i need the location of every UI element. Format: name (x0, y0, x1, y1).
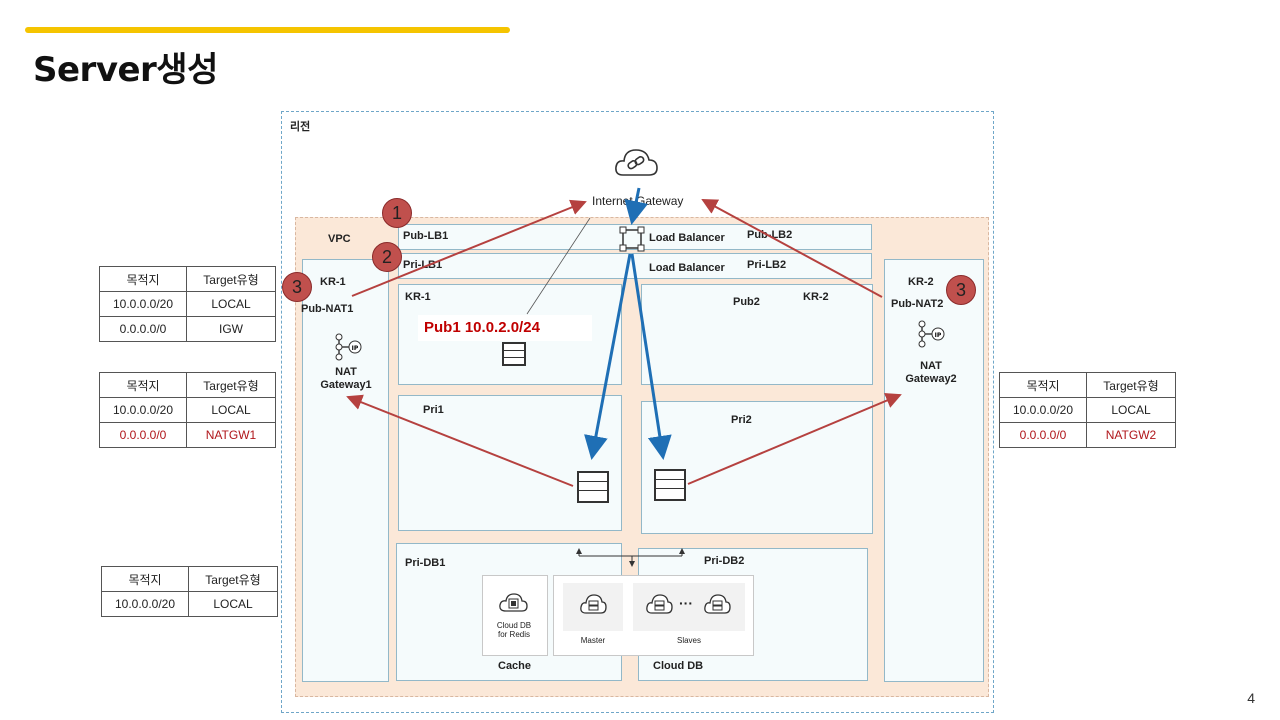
step-badge-3-left: 3 (282, 272, 312, 302)
master-db-icon (580, 594, 607, 614)
rt-cell: LOCAL (186, 397, 276, 423)
internet-gateway-icon (615, 149, 658, 176)
pri2-label: Pri2 (731, 414, 752, 426)
pri-db2-label: Pri-DB2 (704, 555, 745, 567)
pub2-subnet (641, 284, 873, 385)
rt-cell: 10.0.0.0/20 (99, 397, 187, 423)
kr1-nat-zone (302, 259, 389, 682)
rt-header-target: Target유형 (186, 372, 276, 398)
rt-cell: 0.0.0.0/0 (99, 422, 187, 448)
slave-db-icon-2 (704, 594, 731, 614)
pri1-server-icon (577, 471, 609, 503)
pri2-server-icon (654, 469, 686, 501)
svg-text:IP: IP (935, 332, 942, 339)
rt-cell: 0.0.0.0/0 (99, 316, 187, 342)
rt-header-dest: 목적지 (101, 566, 189, 592)
master-label: Master (580, 636, 606, 645)
step-badge-3-right: 3 (946, 275, 976, 305)
pri1-subnet (398, 395, 622, 531)
nat2-to-igw-arrow (701, 199, 883, 298)
nat1-to-igw-arrow (351, 199, 587, 297)
nat-gateway2-icon: IP (918, 320, 945, 348)
pub1-server-icon (502, 342, 526, 366)
accent-bar (25, 27, 510, 33)
kr2-inner-label: KR-2 (803, 291, 829, 303)
load-balancer-bottom-label: Load Balancer (649, 262, 725, 274)
pri2-to-nat2-arrow (687, 393, 902, 485)
pri-db1-label: Pri-DB1 (405, 557, 446, 569)
pub1-callout-line (526, 217, 591, 315)
nat-gateway1-icon: IP (335, 333, 362, 361)
lb-to-pri1-arrow (584, 253, 632, 460)
slide-title: Server생성 (33, 50, 218, 90)
pub-nat1-label: Pub-NAT1 (301, 303, 354, 315)
rt-cell: NATGW2 (1086, 422, 1176, 448)
pub1-cidr-label: Pub1 10.0.2.0/24 (418, 315, 592, 341)
pri-lb2-label: Pri-LB2 (747, 259, 787, 271)
page-number: 4 (1247, 690, 1255, 706)
svg-text:IP: IP (352, 345, 359, 352)
pri-lb1-label: Pri-LB1 (403, 259, 443, 271)
cloud-db-redis-box (482, 575, 548, 656)
rt-cell: 0.0.0.0/0 (999, 422, 1087, 448)
vpc-label: VPC (328, 233, 351, 245)
lb-to-pri2-arrow (630, 253, 672, 460)
step-badge-1: 1 (382, 198, 412, 228)
rt-cell: 10.0.0.0/20 (101, 591, 189, 617)
slave-db-icon-1 (646, 594, 673, 614)
kr1-left-label: KR-1 (320, 276, 346, 288)
step-badge-2: 2 (372, 242, 402, 272)
rt-header-target: Target유형 (188, 566, 278, 592)
rt-header-target: Target유형 (186, 266, 276, 292)
rt-cell: NATGW1 (186, 422, 276, 448)
load-balancer-icon (619, 226, 645, 252)
pub-nat2-label: Pub-NAT2 (891, 298, 944, 310)
region-label: 리전 (290, 121, 311, 133)
rt-cell: LOCAL (188, 591, 278, 617)
slaves-ellipsis: ··· (679, 595, 693, 611)
slaves-label: Slaves (676, 636, 701, 645)
rt-header-dest: 목적지 (99, 372, 187, 398)
rt-cell: 10.0.0.0/20 (999, 397, 1087, 423)
igw-to-lb-arrow (624, 187, 648, 225)
nat-gateway2-label: NAT Gateway2 (905, 360, 957, 385)
kr1-inner-label: KR-1 (405, 291, 431, 303)
rt-header-target: Target유형 (1086, 372, 1176, 398)
load-balancer-top-label: Load Balancer (649, 232, 725, 244)
rt-cell: LOCAL (186, 291, 276, 317)
rt-header-dest: 목적지 (99, 266, 187, 292)
pub-lb1-label: Pub-LB1 (403, 230, 449, 242)
pri1-to-nat1-arrow (346, 394, 574, 487)
rt-cell: IGW (186, 316, 276, 342)
pub2-label: Pub2 (733, 296, 760, 308)
cloud-db-label: Cloud DB (653, 660, 704, 672)
pri1-label: Pri1 (423, 404, 444, 416)
cache-label: Cache (498, 660, 532, 672)
rt-cell: 10.0.0.0/20 (99, 291, 187, 317)
cloud-db-redis-label: Cloud DB for Redis (496, 621, 532, 640)
kr2-right-label: KR-2 (908, 276, 934, 288)
rt-cell: LOCAL (1086, 397, 1176, 423)
nat-gateway1-label: NAT Gateway1 (320, 366, 372, 391)
rt-header-dest: 목적지 (999, 372, 1087, 398)
cloud-db-redis-icon (499, 593, 528, 612)
